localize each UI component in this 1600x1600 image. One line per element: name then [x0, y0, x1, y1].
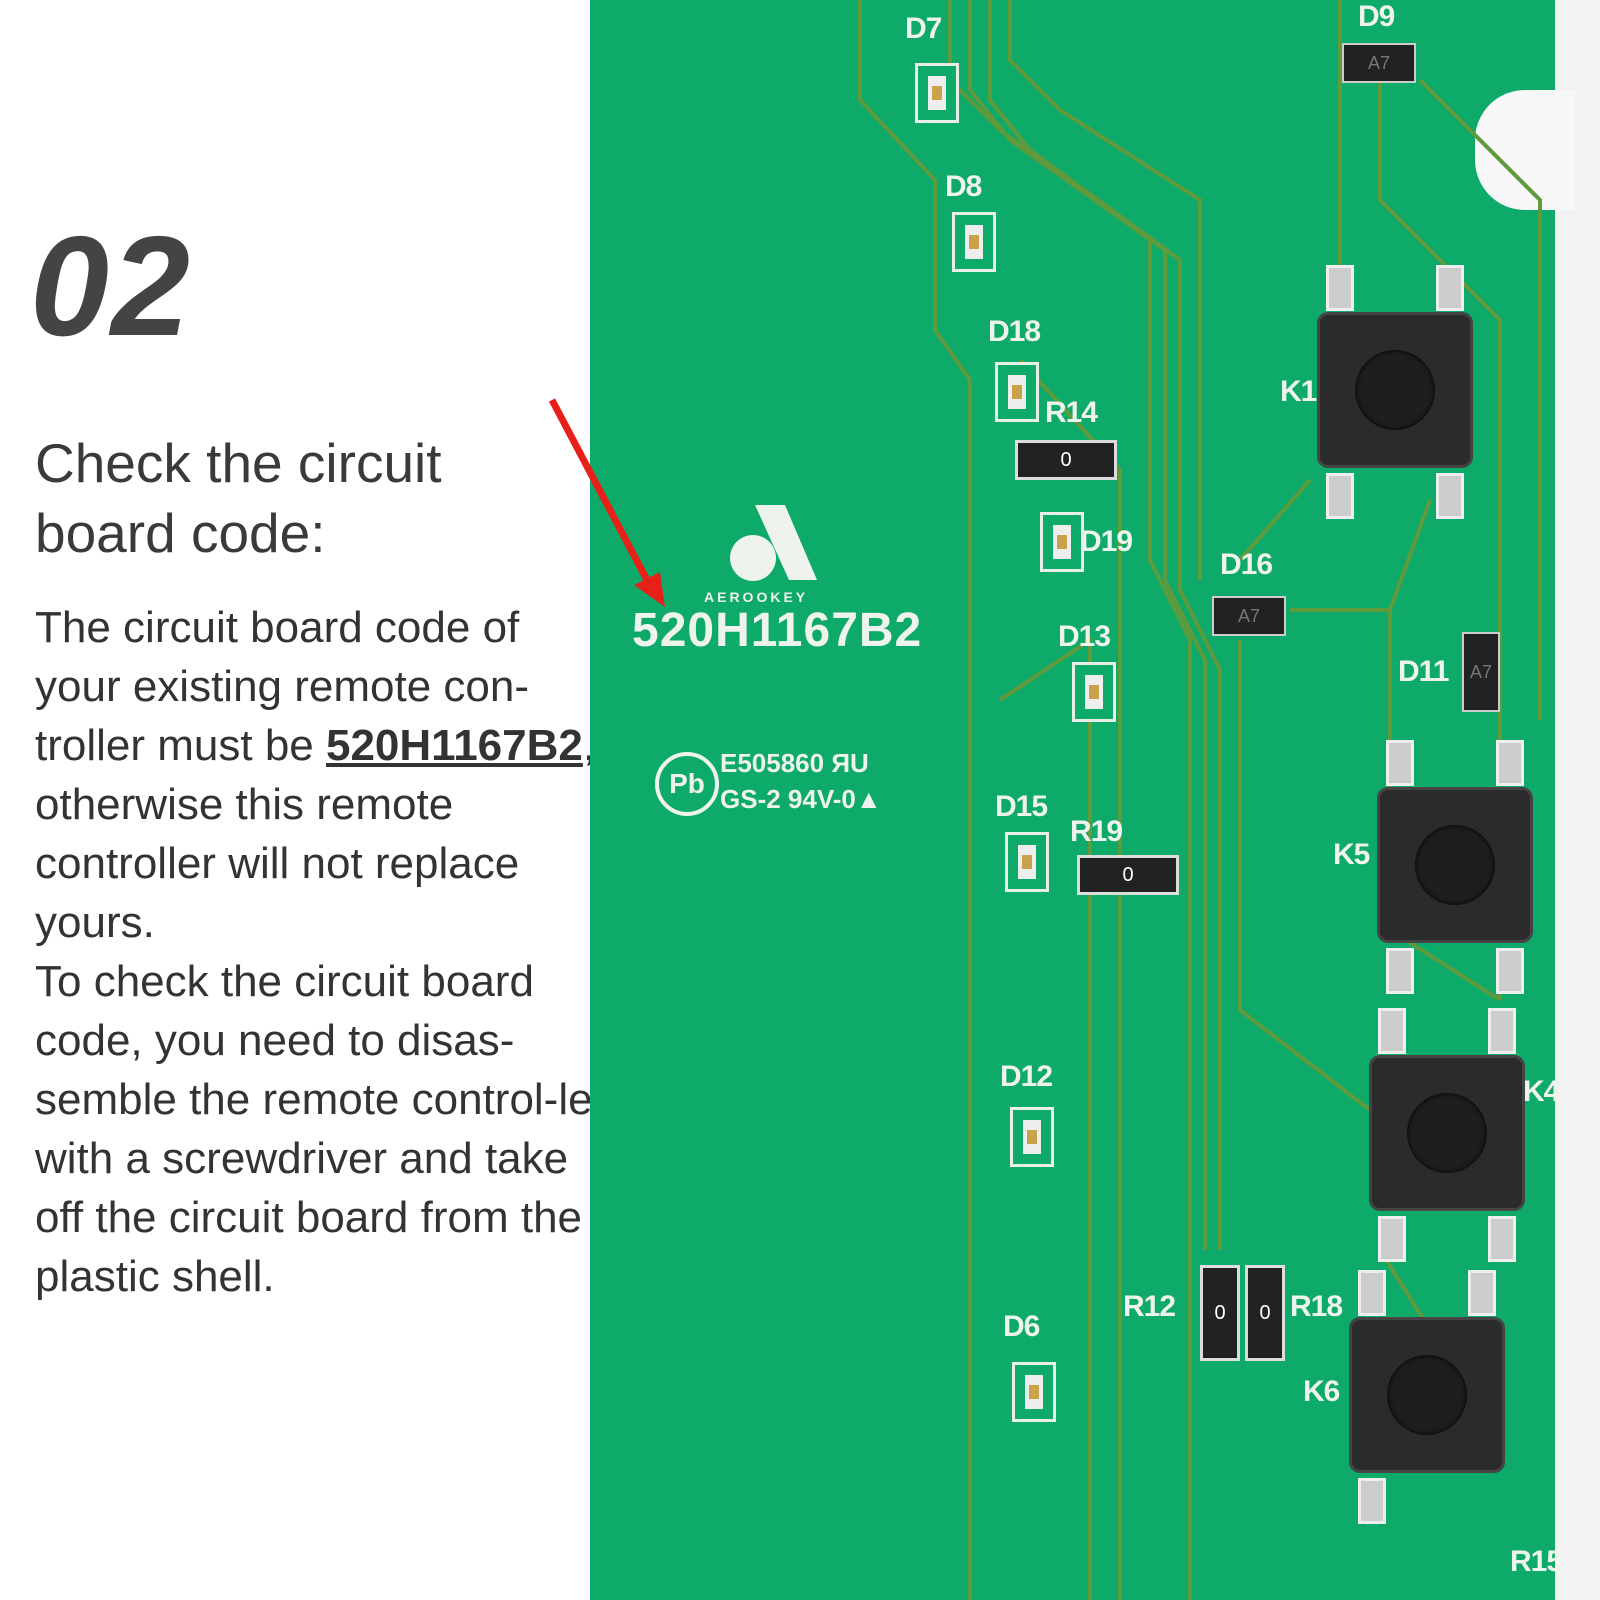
description-text-2: , otherwise this remote controller will …: [35, 721, 596, 947]
label-d11: D11: [1398, 655, 1449, 688]
label-r15: R15: [1510, 1545, 1563, 1578]
tactile-button-k1: [1320, 265, 1470, 519]
arrow-head: [634, 572, 665, 607]
arrow-shaft: [548, 398, 652, 584]
label-r19: R19: [1070, 815, 1123, 848]
tactile-button-k5: [1380, 740, 1530, 994]
cert-line-1: E505860 ЯU: [720, 748, 869, 778]
label-d7: D7: [905, 12, 942, 45]
heading: Check the circuit board code:: [35, 432, 442, 564]
led-d7: [915, 63, 959, 123]
description-text-3: To check the circuit board code, you nee…: [35, 957, 608, 1301]
step-number: 02: [30, 207, 192, 366]
led-d18: [995, 362, 1039, 422]
lead-free-mark: Pb: [655, 752, 719, 816]
led-d19: [1040, 512, 1084, 572]
resistor-r14: 0: [1015, 440, 1117, 480]
label-r18: R18: [1290, 1290, 1343, 1323]
led-d15: [1005, 832, 1049, 892]
label-d12: D12: [1000, 1060, 1053, 1093]
led-d8: [952, 212, 996, 272]
resistor-r19: 0: [1077, 855, 1179, 895]
diode-d16: A7: [1212, 596, 1286, 636]
tactile-button-k6: [1352, 1270, 1502, 1524]
resistor-r18: 0: [1245, 1265, 1285, 1361]
brand-logo-text: AEROOKEY: [704, 589, 809, 605]
label-k6: K6: [1303, 1375, 1340, 1408]
pcb-board-code: 520H1167B2: [632, 604, 923, 657]
description-text-1: The circuit board code of your existing …: [35, 603, 529, 770]
board-edge: [1555, 0, 1600, 1600]
led-d12: [1010, 1107, 1054, 1167]
label-k4: K4: [1523, 1075, 1560, 1108]
label-k5: K5: [1333, 838, 1370, 871]
label-r14: R14: [1045, 396, 1098, 429]
label-d19: D19: [1080, 525, 1133, 558]
cert-line-2: GS-2 94V-0▲: [720, 784, 882, 814]
diode-d9: A7: [1342, 43, 1416, 83]
led-d6: [1012, 1362, 1056, 1422]
label-k1: K1: [1280, 375, 1317, 408]
tactile-button-k4: [1372, 1008, 1522, 1262]
label-d15: D15: [995, 790, 1048, 823]
label-d8: D8: [945, 170, 982, 203]
label-d13: D13: [1058, 620, 1111, 653]
resistor-r12: 0: [1200, 1265, 1240, 1361]
description: The circuit board code of your existing …: [35, 598, 615, 1306]
led-d13: [1072, 662, 1116, 722]
label-d16: D16: [1220, 548, 1273, 581]
certification-text: E505860 ЯU GS-2 94V-0▲: [720, 745, 882, 817]
diode-d11: A7: [1462, 632, 1500, 712]
board-code-highlight: 520H1167B2: [325, 721, 583, 770]
label-r12: R12: [1123, 1290, 1176, 1323]
brand-logo: [730, 505, 817, 581]
label-d9: D9: [1358, 0, 1395, 33]
label-d6: D6: [1003, 1310, 1040, 1343]
label-d18: D18: [988, 315, 1041, 348]
